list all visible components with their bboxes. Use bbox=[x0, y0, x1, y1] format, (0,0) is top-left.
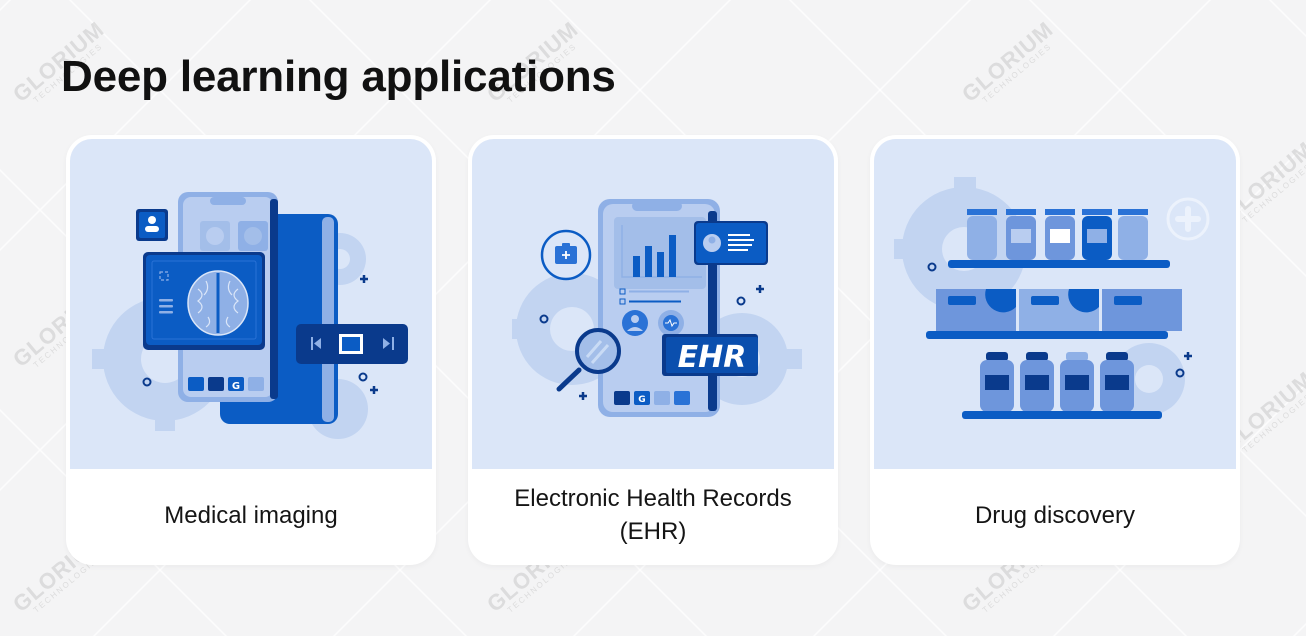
card-label: Drug discovery bbox=[974, 501, 1136, 529]
drug-discovery-illustration bbox=[874, 139, 1236, 469]
card-medical-imaging[interactable]: G bbox=[66, 135, 436, 565]
card-label: Electronic Health Records (EHR) bbox=[514, 485, 792, 545]
page-title: Deep learning applications bbox=[61, 52, 616, 101]
ehr-illustration: G EHR bbox=[472, 139, 834, 469]
svg-text:EHR: EHR bbox=[678, 340, 747, 375]
card-drug-discovery[interactable]: Drug discovery bbox=[870, 135, 1240, 565]
pharmacy-shelves-icon bbox=[894, 177, 1210, 419]
phone-ehr-icon: G EHR bbox=[512, 199, 802, 417]
svg-text:G: G bbox=[232, 381, 240, 392]
card-label: Medical imaging bbox=[164, 501, 338, 529]
phone-brain-scan-icon: G bbox=[92, 192, 408, 439]
svg-text:G: G bbox=[638, 395, 645, 405]
card-electronic-health-records[interactable]: G EHR bbox=[468, 135, 838, 565]
medical-imaging-illustration: G bbox=[70, 139, 432, 469]
